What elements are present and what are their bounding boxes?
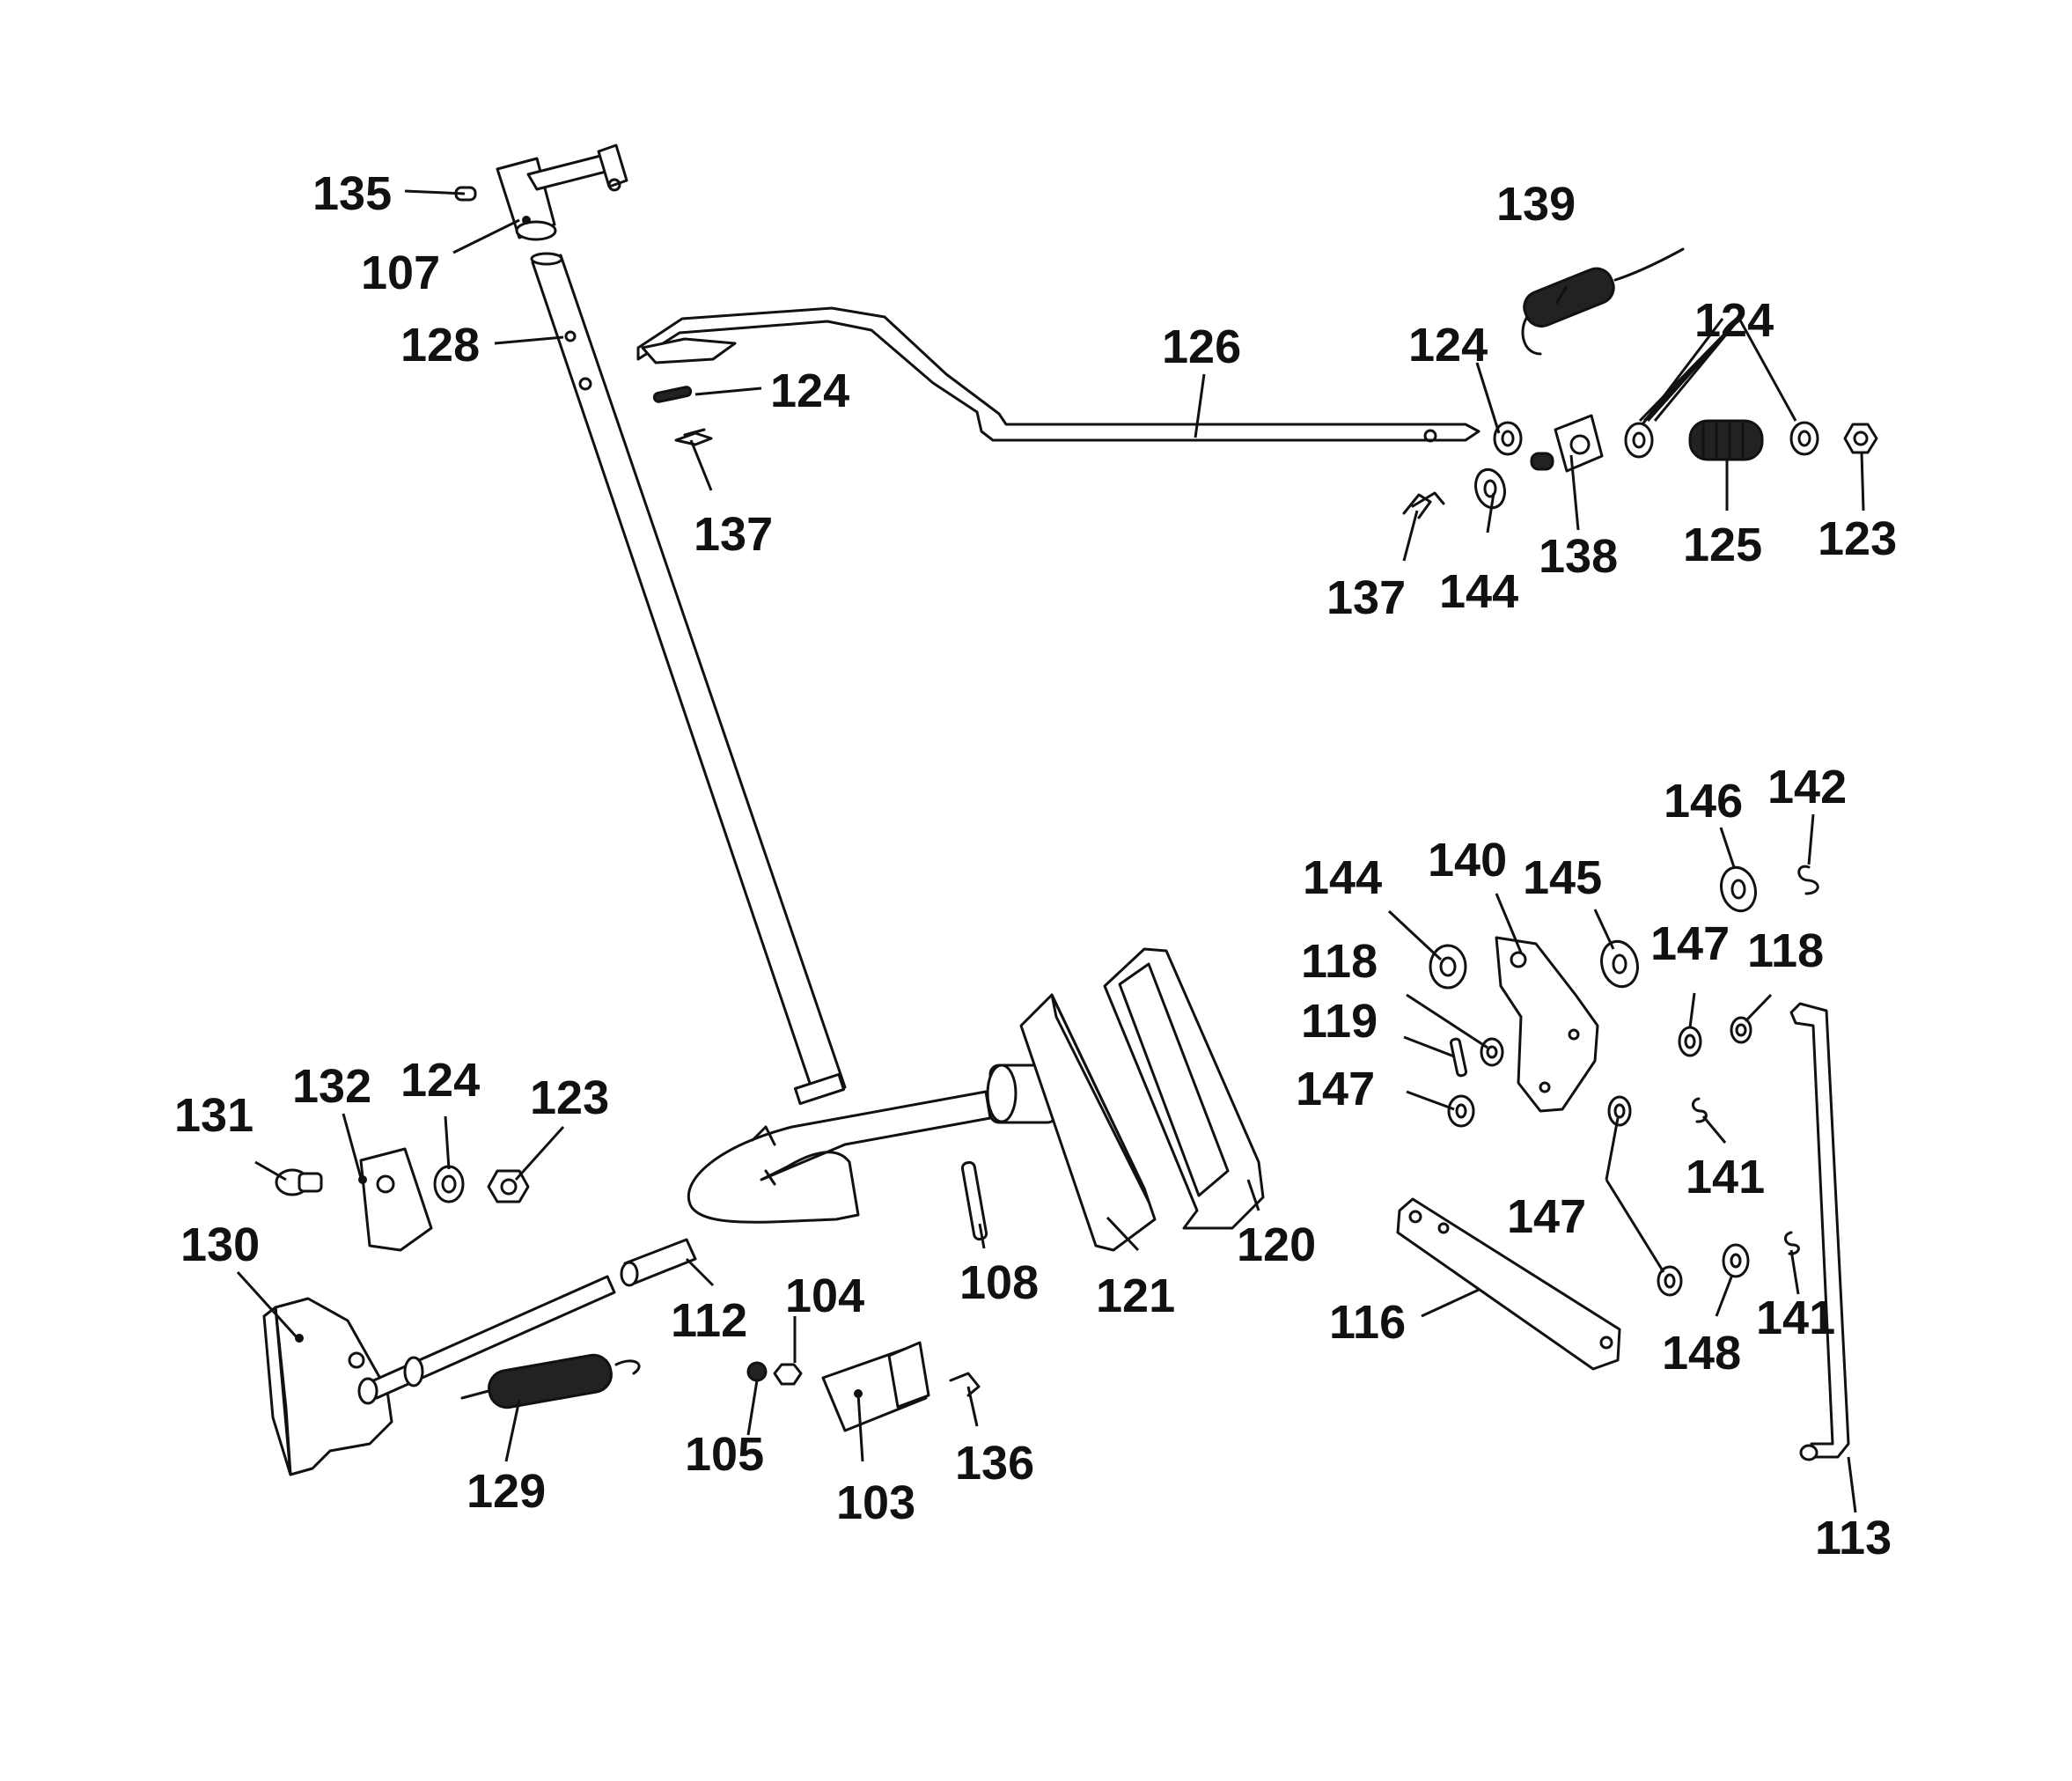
link-bar-116 bbox=[1396, 1197, 1621, 1371]
clip-137-left bbox=[674, 428, 713, 446]
label-146: 146 bbox=[1664, 775, 1743, 828]
label-139: 139 bbox=[1496, 178, 1576, 231]
label-124-left: 124 bbox=[400, 1054, 480, 1107]
label-147-bottom: 147 bbox=[1507, 1190, 1586, 1243]
label-123-left: 123 bbox=[530, 1071, 609, 1124]
clip-136 bbox=[949, 1372, 981, 1397]
label-125: 125 bbox=[1683, 519, 1762, 571]
label-124-mid: 124 bbox=[1408, 319, 1488, 372]
washer-124-left bbox=[433, 1165, 465, 1203]
bolt-131 bbox=[275, 1168, 323, 1196]
label-116: 116 bbox=[1329, 1296, 1406, 1349]
label-141-b: 141 bbox=[1756, 1292, 1835, 1344]
pin-108 bbox=[960, 1160, 988, 1241]
washer-118-left bbox=[1480, 1037, 1504, 1067]
shaft-130 bbox=[357, 1275, 616, 1405]
plate-132 bbox=[358, 1147, 433, 1252]
label-142: 142 bbox=[1767, 761, 1847, 813]
label-107: 107 bbox=[361, 247, 440, 299]
pin-124-upper bbox=[652, 386, 693, 403]
label-140: 140 bbox=[1428, 834, 1507, 887]
washer-147-b bbox=[1678, 1026, 1702, 1057]
label-144-upper: 144 bbox=[1439, 565, 1518, 618]
label-132: 132 bbox=[292, 1060, 371, 1113]
yoke-107 bbox=[496, 144, 628, 241]
washer-124-a bbox=[1493, 421, 1523, 456]
bushing-112 bbox=[620, 1238, 697, 1287]
label-119: 119 bbox=[1301, 995, 1378, 1048]
label-124-upper: 124 bbox=[770, 364, 849, 417]
spring-139 bbox=[1521, 247, 1685, 356]
label-103: 103 bbox=[836, 1476, 915, 1529]
plate-130 bbox=[262, 1297, 393, 1476]
label-130: 130 bbox=[180, 1218, 260, 1271]
label-129: 129 bbox=[467, 1465, 546, 1518]
nut-123-left bbox=[487, 1169, 530, 1203]
spring-129 bbox=[460, 1353, 641, 1409]
pedal-pad-120 bbox=[1103, 947, 1265, 1230]
label-131: 131 bbox=[174, 1089, 253, 1142]
label-113: 113 bbox=[1815, 1512, 1892, 1564]
nut-123-right bbox=[1843, 423, 1878, 454]
label-120: 120 bbox=[1237, 1218, 1316, 1271]
washer-144-lower bbox=[1429, 944, 1467, 990]
part-labels: 135 107 128 124 137 126 139 124 124 137 … bbox=[174, 167, 1897, 1564]
bracket-138 bbox=[1530, 414, 1604, 473]
label-137-right: 137 bbox=[1326, 571, 1406, 624]
label-145: 145 bbox=[1523, 851, 1602, 904]
clip-141-b bbox=[1784, 1231, 1800, 1255]
washer-147-a bbox=[1447, 1094, 1475, 1128]
nut-104 bbox=[773, 1363, 803, 1386]
label-138: 138 bbox=[1539, 530, 1618, 583]
washer-147-c bbox=[1607, 1095, 1632, 1127]
label-112: 112 bbox=[671, 1294, 747, 1347]
label-128: 128 bbox=[400, 319, 480, 372]
washer-148 bbox=[1722, 1243, 1750, 1278]
washer-124-c bbox=[1789, 421, 1819, 456]
washer-124-b bbox=[1624, 422, 1654, 459]
clip-142 bbox=[1797, 865, 1819, 895]
label-108: 108 bbox=[959, 1256, 1039, 1309]
tube-128 bbox=[530, 252, 847, 1106]
label-121: 121 bbox=[1096, 1270, 1175, 1322]
label-118-right: 118 bbox=[1747, 924, 1824, 977]
label-135: 135 bbox=[312, 167, 392, 220]
rod-113 bbox=[1789, 1002, 1850, 1461]
label-136: 136 bbox=[955, 1437, 1034, 1490]
washer-145 bbox=[1600, 939, 1639, 989]
washer-147-d bbox=[1657, 1265, 1683, 1297]
part-drawings bbox=[262, 144, 1878, 1476]
bracket-103 bbox=[821, 1341, 930, 1432]
label-141-a: 141 bbox=[1686, 1151, 1765, 1203]
ball-105 bbox=[746, 1361, 768, 1382]
label-123-right: 123 bbox=[1818, 512, 1897, 565]
washer-118-right bbox=[1730, 1016, 1752, 1044]
clip-137-right bbox=[1402, 491, 1445, 519]
washer-146 bbox=[1720, 865, 1757, 913]
spring-125 bbox=[1688, 419, 1764, 461]
pedal-arm-121 bbox=[1019, 993, 1157, 1252]
label-144-lower: 144 bbox=[1303, 851, 1382, 904]
label-118-left: 118 bbox=[1301, 935, 1378, 988]
plate-140 bbox=[1495, 936, 1599, 1113]
label-137-left: 137 bbox=[694, 508, 773, 561]
label-105: 105 bbox=[685, 1428, 764, 1481]
label-147-top: 147 bbox=[1650, 917, 1730, 970]
label-147-left: 147 bbox=[1296, 1063, 1375, 1115]
leader-lines bbox=[236, 189, 1865, 1513]
label-126: 126 bbox=[1162, 320, 1241, 373]
clip-141-a bbox=[1692, 1097, 1708, 1123]
label-104: 104 bbox=[785, 1270, 864, 1322]
pedal-shaft bbox=[687, 1090, 992, 1224]
label-148: 148 bbox=[1662, 1327, 1741, 1380]
rod-126 bbox=[636, 306, 1481, 443]
pin-119 bbox=[1449, 1037, 1468, 1078]
washer-144-upper bbox=[1474, 467, 1506, 510]
label-124-right: 124 bbox=[1694, 294, 1774, 347]
